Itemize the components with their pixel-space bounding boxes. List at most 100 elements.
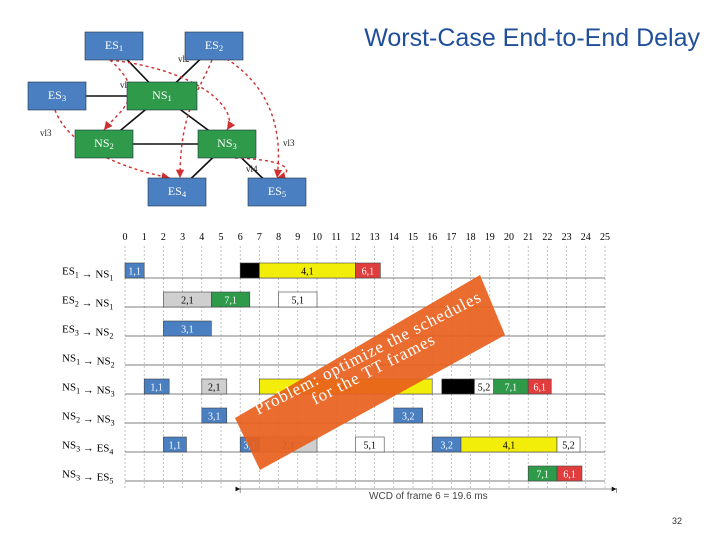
frame-label: 5,2 (478, 383, 491, 394)
node-label: ES4 (168, 184, 187, 199)
time-tick-label: 23 (562, 232, 572, 243)
node-es1 (84, 31, 144, 61)
node-ns3 (197, 129, 257, 159)
node-label: ES5 (268, 184, 286, 199)
frame-block (527, 378, 552, 395)
frame-label: 3,2 (402, 412, 415, 423)
frame-label: 2,1 (208, 383, 221, 394)
frame-label: 4,1 (503, 441, 516, 452)
frame-block (124, 262, 145, 279)
time-tick-label: 13 (370, 232, 380, 243)
frame-block (393, 407, 423, 424)
frame-label: 7,1 (536, 470, 549, 481)
frame-label: 6,1 (362, 267, 375, 278)
frame-label: 5,2 (562, 441, 575, 452)
time-tick-label: 21 (523, 232, 533, 243)
time-tick-label: 7 (257, 232, 262, 243)
time-tick-label: 18 (466, 232, 476, 243)
frame-label: 1,1 (169, 441, 182, 452)
time-tick-label: 1 (142, 232, 147, 243)
node-label: ES3 (48, 88, 66, 103)
page-number: 32 (672, 516, 683, 526)
node-es5 (247, 177, 307, 207)
frame-block (355, 436, 385, 453)
time-tick-label: 8 (276, 232, 281, 243)
row-label: NS3 → ES4 (62, 440, 113, 457)
virtual-link-label: vl2 (178, 54, 190, 64)
time-tick-label: 6 (238, 232, 243, 243)
time-tick-label: 10 (312, 232, 322, 243)
frame-block (201, 407, 228, 424)
virtual-link-label: vl4 (246, 164, 258, 174)
time-tick-label: 19 (485, 232, 495, 243)
time-tick-label: 20 (504, 232, 514, 243)
frame-label: 7,1 (505, 383, 518, 394)
time-tick-label: 22 (542, 232, 552, 243)
frame-block (211, 291, 251, 308)
frame-label: 4,1 (301, 267, 314, 278)
frame-label: 5,1 (292, 296, 305, 307)
frame-label: 5,1 (364, 441, 377, 452)
time-tick-label: 24 (581, 232, 591, 243)
time-tick-label: 0 (123, 232, 128, 243)
node-label: NS1 (152, 88, 172, 103)
frame-block (556, 465, 583, 482)
frame-label: 6,1 (533, 383, 546, 394)
frame-label: 3,1 (208, 412, 221, 423)
time-tick-label: 2 (161, 232, 166, 243)
frame-block (239, 262, 260, 279)
frame-label: 2,1 (181, 296, 194, 307)
node-label: ES1 (105, 38, 123, 53)
node-label: NS2 (94, 136, 114, 151)
virtual-link-path (199, 44, 283, 179)
time-tick-label: 25 (600, 232, 610, 243)
time-tick-label: 3 (180, 232, 185, 243)
slide-title: Worst-Case End-to-End Delay (364, 24, 700, 52)
frame-block (556, 436, 581, 453)
frame-block (143, 378, 170, 395)
frame-label: 3,1 (181, 325, 194, 336)
time-tick-label: 4 (199, 232, 204, 243)
frame-label: 3,2 (440, 441, 453, 452)
row-label: ES3 → NS2 (62, 324, 113, 341)
row-label: ES2 → NS1 (62, 295, 113, 312)
wcd-label: WCD of frame 6 = 19.6 ms (369, 491, 488, 502)
node-label: NS3 (217, 136, 237, 151)
time-tick-label: 5 (219, 232, 224, 243)
row-label: NS3 → ES5 (62, 469, 113, 486)
time-tick-label: 17 (446, 232, 456, 243)
frame-block (163, 436, 187, 453)
frame-label: 1,1 (128, 267, 141, 278)
frame-block (441, 378, 475, 395)
time-tick-label: 15 (408, 232, 418, 243)
row-label: NS1 → NS2 (62, 353, 115, 370)
frame-block (163, 320, 212, 337)
virtual-link-path (103, 59, 131, 131)
virtual-link-label: vl3 (283, 138, 295, 148)
frame-label: 1,1 (150, 383, 163, 394)
time-tick-label: 14 (389, 232, 399, 243)
node-es4 (147, 177, 207, 207)
node-ns1 (126, 81, 198, 111)
frame-label: 7,1 (224, 296, 237, 307)
frame-block (278, 291, 318, 308)
frame-block (201, 378, 228, 395)
virtual-link-path (109, 59, 236, 131)
time-tick-label: 11 (331, 232, 341, 243)
node-es2 (184, 31, 244, 61)
node-ns2 (74, 129, 134, 159)
node-label: ES2 (205, 38, 223, 53)
callout-banner (235, 275, 505, 470)
row-label: NS1 → NS3 (62, 382, 115, 399)
row-label: NS2 → NS3 (62, 411, 115, 428)
time-tick-label: 9 (295, 232, 300, 243)
virtual-link-label: vl3 (40, 128, 52, 138)
node-es3 (27, 81, 87, 111)
row-label: ES1 → NS1 (62, 266, 113, 283)
frame-label: 6,1 (563, 470, 576, 481)
time-tick-label: 16 (427, 232, 437, 243)
virtual-link-label: vl1 (120, 80, 132, 90)
frame-block (355, 262, 381, 279)
